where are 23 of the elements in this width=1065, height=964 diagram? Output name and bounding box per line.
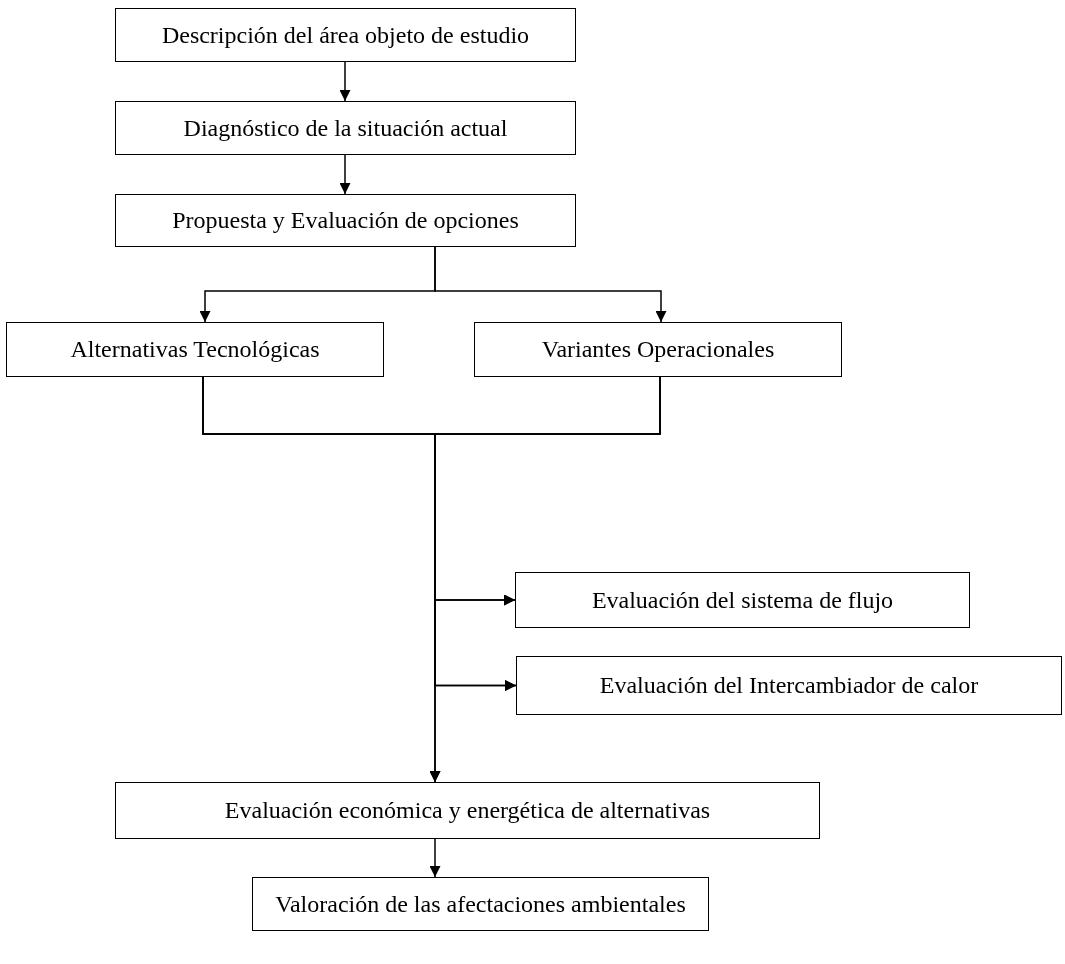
box-label: Evaluación del sistema de flujo [591,586,894,614]
connector-arrow [339,61,351,102]
connector-arrow [429,376,661,783]
connector-arrow [339,154,351,195]
box-label: Valoración de las afectaciones ambientales [275,890,686,918]
connector-arrow [434,246,667,323]
box-label: Evaluación del Intercambiador de calor [599,672,979,699]
process-box [115,8,576,62]
box-label: Evaluación económica y energética de alternativas [224,797,711,824]
process-box [115,101,576,155]
box-label: Alternativas Tecnológicas [70,336,320,363]
process-box [252,877,709,931]
box-label: Diagnóstico de la situación actual [183,114,508,142]
process-box [115,782,820,839]
process-box [515,572,970,628]
box-label: Propuesta y Evaluación de opciones [172,207,519,234]
box-label: Descripción del área objeto de estudio [161,21,530,49]
process-box [115,194,576,247]
process-box [6,322,384,377]
process-box [516,656,1062,715]
box-label: Variantes Operacionales [541,336,775,363]
process-box [474,322,842,377]
connector-arrow [429,838,441,878]
